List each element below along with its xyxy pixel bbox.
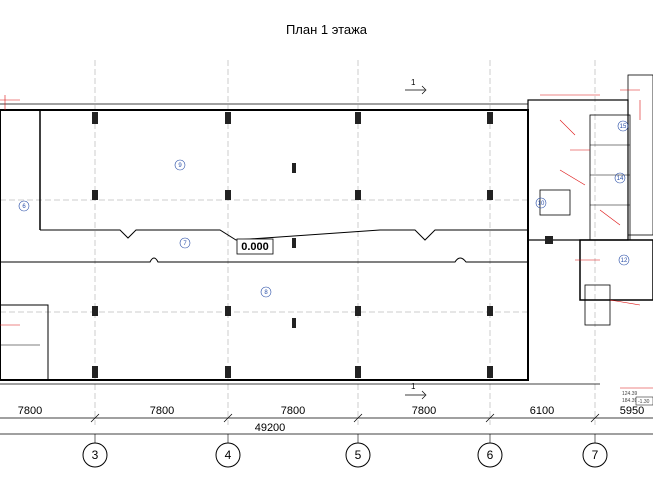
svg-text:12: 12 (621, 258, 628, 264)
span-dimension: 7800 (281, 405, 305, 417)
room-marker: 6 (18, 200, 30, 212)
room-marker: 7 (179, 237, 191, 249)
svg-text:6: 6 (487, 448, 494, 462)
level-mark: 0.000 (241, 241, 269, 253)
span-dimension: 7800 (18, 405, 42, 417)
room-markers: 6 9 7 8 10 12 14 15 (18, 120, 630, 298)
svg-text:7: 7 (592, 448, 599, 462)
svg-text:14: 14 (617, 176, 624, 182)
elevation-right: -1.30 (638, 399, 650, 405)
span-dimension: 5950 (620, 405, 644, 417)
svg-text:6: 6 (22, 204, 26, 210)
elevation-top: 124.39 (622, 391, 638, 397)
room-marker: 15 (617, 120, 629, 132)
room-marker: 12 (618, 254, 630, 266)
svg-text:3: 3 (92, 448, 99, 462)
svg-text:9: 9 (178, 163, 182, 169)
axis-bubble: 5 (345, 442, 371, 468)
room-marker: 10 (535, 197, 547, 209)
red-annotations (0, 89, 653, 389)
svg-text:1: 1 (411, 382, 416, 391)
svg-text:4: 4 (225, 448, 232, 462)
svg-text:8: 8 (264, 290, 268, 296)
axis-bubble: 3 (82, 442, 108, 468)
span-dimension: 6100 (530, 405, 554, 417)
svg-text:1: 1 (411, 78, 416, 87)
axis-bubble: 6 (477, 442, 503, 468)
axis-bubble: 7 (582, 442, 608, 468)
svg-text:10: 10 (538, 201, 545, 207)
axis-bubbles: 3 4 5 6 7 (82, 434, 608, 468)
span-dimension: 7800 (150, 405, 174, 417)
overall-dimension: 49200 (255, 422, 286, 434)
svg-text:7: 7 (183, 241, 187, 247)
elevation-mid: 184.39 (622, 398, 638, 404)
axis-bubble: 4 (215, 442, 241, 468)
plan-title: План 1 этажа (285, 22, 368, 37)
level-mark-box (236, 238, 274, 255)
building-walls (0, 74, 653, 385)
room-marker: 14 (614, 172, 626, 184)
svg-text:5: 5 (355, 448, 362, 462)
columns (92, 112, 553, 378)
elevation-box (635, 396, 653, 406)
svg-text:15: 15 (620, 124, 627, 130)
room-marker: 8 (260, 286, 272, 298)
section-mark-bottom: 1 (405, 382, 427, 400)
dimension-lines (0, 413, 653, 435)
room-marker: 9 (174, 159, 186, 171)
grid-lines (0, 60, 596, 425)
section-mark-top: 1 (405, 78, 427, 95)
span-dimension: 7800 (412, 405, 436, 417)
